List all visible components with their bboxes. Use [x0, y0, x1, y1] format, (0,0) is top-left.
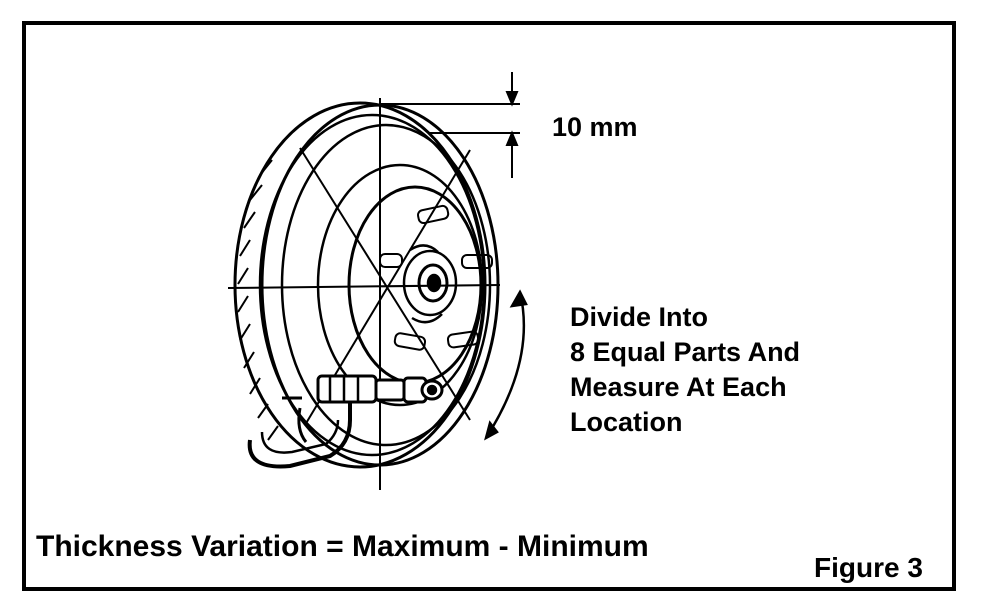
- dimension-10mm: [380, 72, 520, 178]
- instruction-line: Divide Into: [570, 302, 709, 332]
- rotor-vanes: [237, 159, 279, 441]
- instruction-line: Measure At Each: [570, 372, 787, 402]
- instruction-line: Location: [570, 407, 683, 437]
- thickness-formula: Thickness Variation = Maximum - Minimum: [36, 530, 649, 563]
- micrometer: [247, 374, 444, 469]
- figure-label: Figure 3: [814, 552, 923, 583]
- division-lines: [227, 98, 501, 490]
- instructions-text: Divide Into 8 Equal Parts And Measure At…: [570, 300, 800, 440]
- hub: [402, 244, 458, 324]
- figure-border: [22, 21, 956, 591]
- dimension-label: 10 mm: [552, 112, 638, 142]
- instruction-line: 8 Equal Parts And: [570, 337, 801, 367]
- division-arc-arrow: [484, 289, 528, 441]
